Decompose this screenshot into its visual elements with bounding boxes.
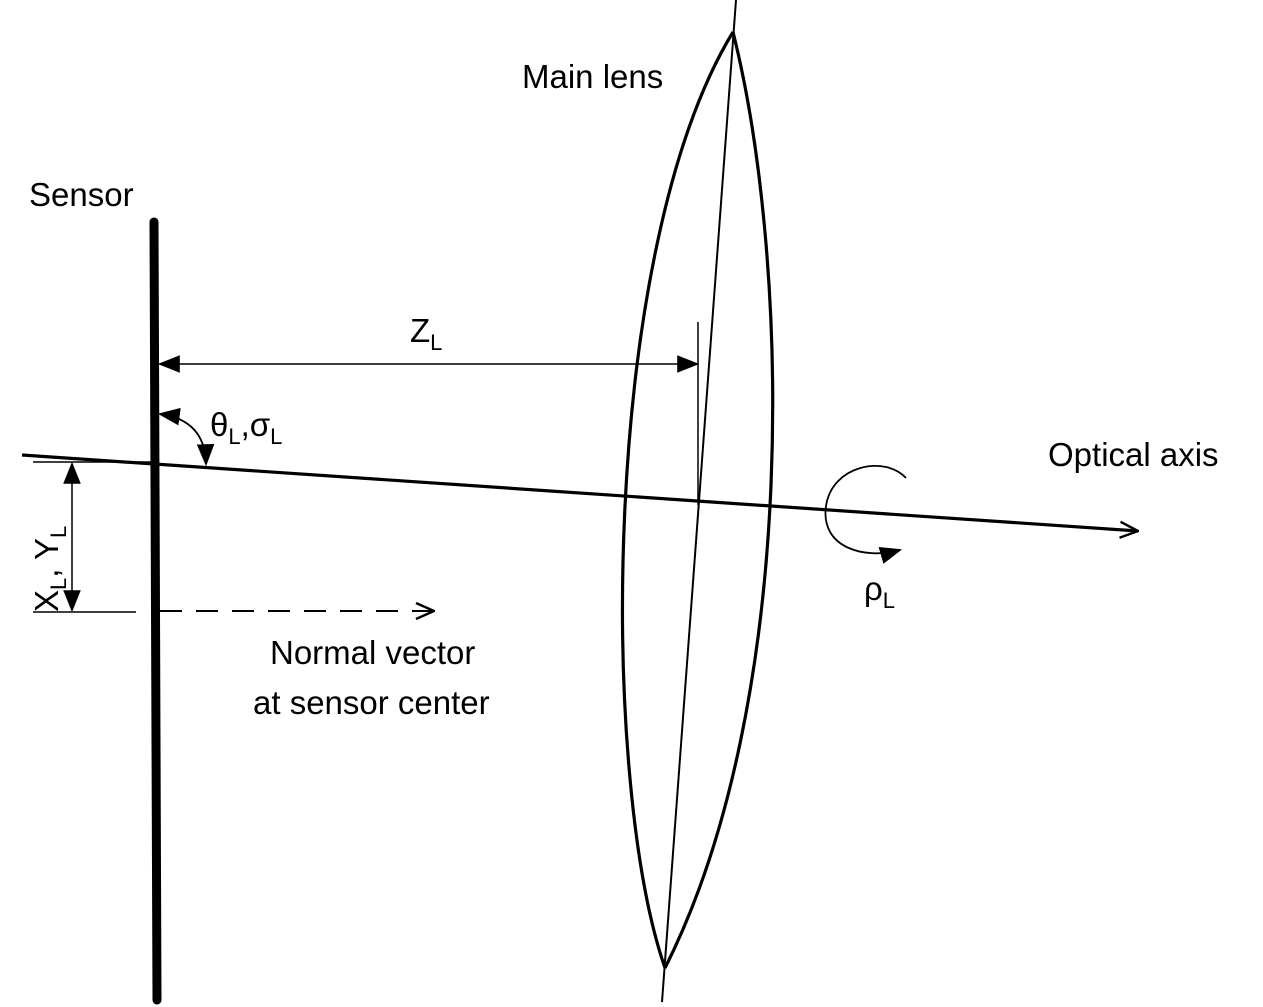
y-subscript: L	[46, 526, 71, 538]
sigma-subscript: L	[270, 424, 282, 449]
xy-label: XL, YL	[28, 526, 71, 612]
x-subscript: L	[46, 578, 71, 590]
theta-main: θ	[210, 406, 228, 443]
x-main: X	[28, 590, 65, 612]
rho-main: ρ	[864, 570, 883, 607]
optical-axis-arrow	[21, 453, 1138, 531]
theta-subscript: L	[228, 424, 240, 449]
main-lens-label: Main lens	[522, 58, 663, 95]
sensor-label: Sensor	[29, 176, 134, 213]
main-lens-outline	[620, 31, 735, 969]
normal-vector-label-line2: at sensor center	[253, 684, 490, 721]
sigma-main: ,σ	[241, 406, 271, 443]
sensor-plane	[149, 217, 162, 1005]
optical-axis-label: Optical axis	[1048, 436, 1219, 473]
rho-label: ρL	[864, 570, 895, 613]
normal-vector-label-line1: Normal vector	[270, 634, 475, 671]
angle-arc	[157, 407, 215, 467]
y-main: , Y	[28, 538, 65, 578]
zl-label: ZL	[410, 312, 442, 355]
zl-main: Z	[410, 312, 430, 349]
rotation-arc	[824, 465, 907, 564]
main-lens-outline-right	[663, 31, 775, 969]
zl-subscript: L	[430, 330, 442, 355]
rho-subscript: L	[883, 588, 895, 613]
theta-sigma-label: θL,σL	[210, 406, 282, 449]
